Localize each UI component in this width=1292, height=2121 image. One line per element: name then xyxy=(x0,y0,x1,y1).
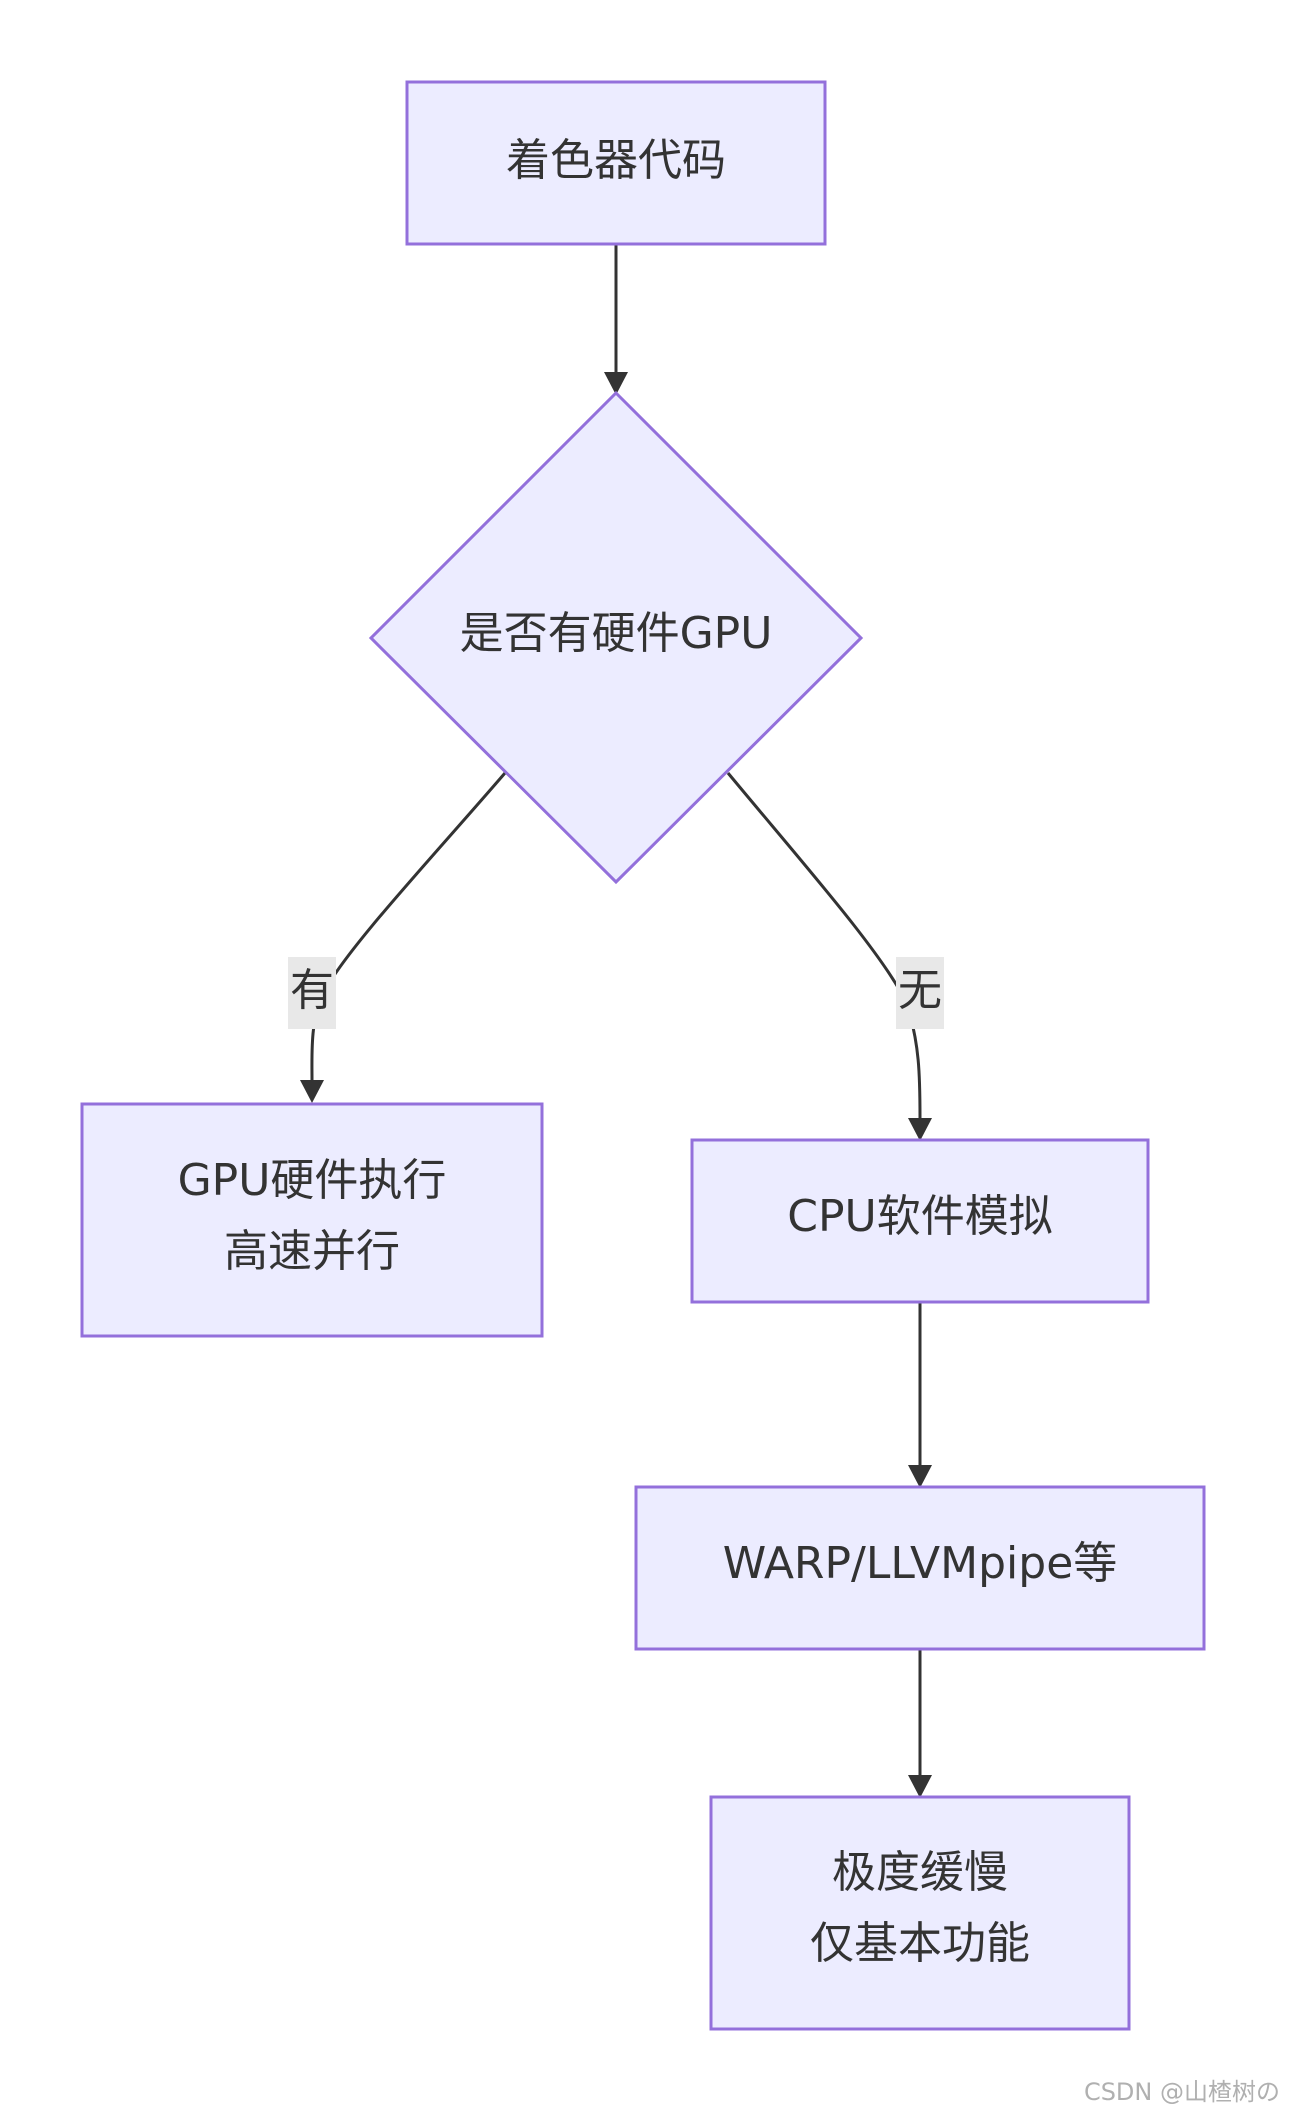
edge-label-no: 无 xyxy=(896,957,944,1029)
edge-label-no-background xyxy=(896,957,944,1029)
node-shader-code: 着色器代码 xyxy=(405,80,827,246)
node-has-gpu-decision: 是否有硬件GPU xyxy=(368,390,864,885)
edge-label-yes: 有 xyxy=(288,957,336,1029)
node-has-gpu-diamond xyxy=(368,390,864,885)
arrow-head-decision xyxy=(604,372,628,395)
arrow-head-warp xyxy=(908,1465,932,1488)
node-slow-line-2: 仅基本功能 xyxy=(810,1918,1030,1969)
arrow-head-slow xyxy=(908,1775,932,1798)
edge-label-yes-text: 有 xyxy=(290,965,334,1016)
node-gpu-exec-line-1: GPU硬件执行 xyxy=(178,1155,447,1206)
node-cpu-emu-box xyxy=(690,1138,1150,1304)
node-cpu-emu: CPU软件模拟 xyxy=(690,1138,1150,1304)
node-slow: 极度缓慢 仅基本功能 xyxy=(709,1795,1131,2031)
arrow-head-cpu xyxy=(908,1118,932,1141)
node-warp-box xyxy=(634,1485,1206,1651)
watermark-text: CSDN @山楂树の xyxy=(1084,2078,1280,2106)
node-shader-code-box xyxy=(405,80,827,246)
node-has-gpu-line-1: 是否有硬件GPU xyxy=(460,608,773,659)
edge-label-yes-background xyxy=(288,957,336,1029)
edge-decision-to-gpu xyxy=(310,772,507,1081)
node-gpu-exec: GPU硬件执行 高速并行 xyxy=(80,1102,544,1338)
node-slow-box xyxy=(709,1795,1131,2031)
node-cpu-emu-line-1: CPU软件模拟 xyxy=(787,1191,1052,1242)
edge-label-no-text: 无 xyxy=(898,965,942,1016)
node-warp-line-1: WARP/LLVMpipe等 xyxy=(723,1538,1118,1589)
node-gpu-exec-box xyxy=(80,1102,544,1338)
edges xyxy=(300,245,932,1798)
node-gpu-exec-line-2: 高速并行 xyxy=(224,1226,400,1277)
node-slow-line-1: 极度缓慢 xyxy=(832,1847,1008,1898)
arrow-head-gpu xyxy=(300,1080,324,1103)
node-shader-code-line-1: 着色器代码 xyxy=(506,135,726,186)
edge-decision-to-cpu xyxy=(726,772,922,1119)
node-warp: WARP/LLVMpipe等 xyxy=(634,1485,1206,1651)
